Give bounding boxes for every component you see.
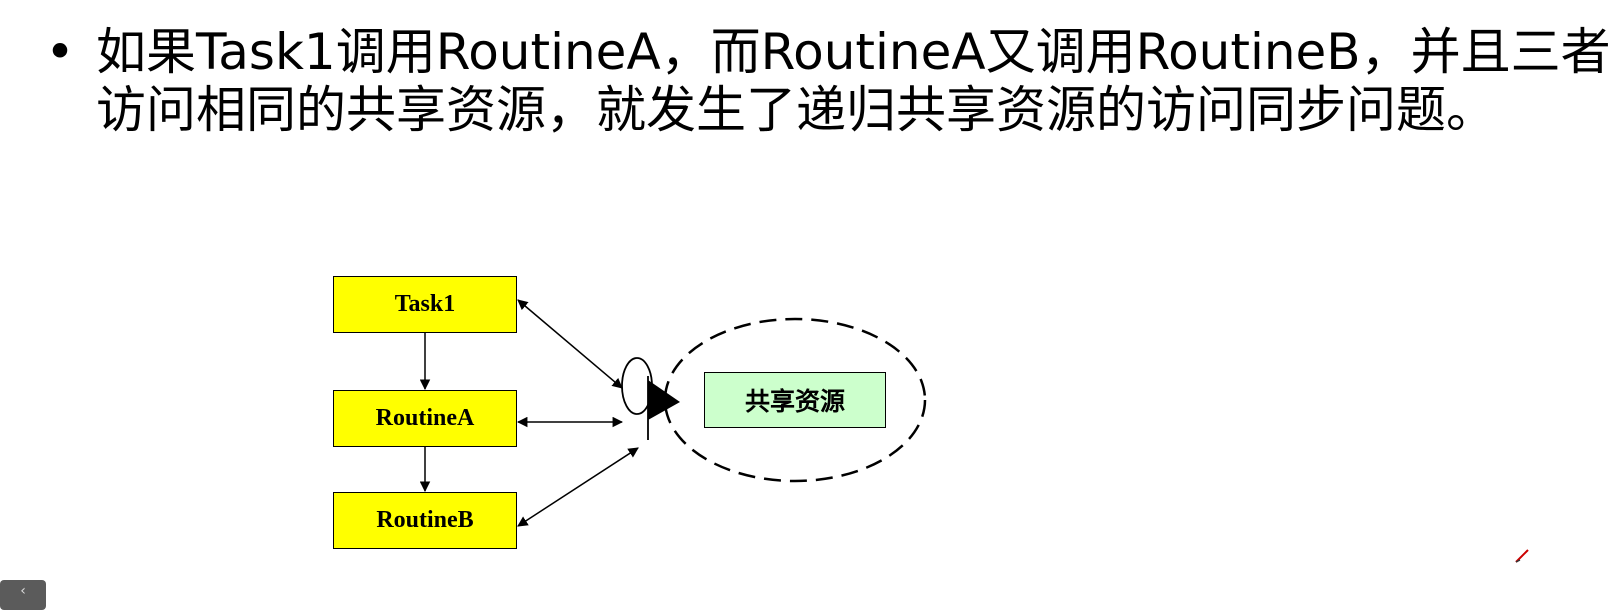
mutex-lock-icon	[621, 357, 680, 440]
access-arrow-task1	[517, 299, 623, 389]
pen-icon[interactable]	[1512, 546, 1532, 570]
bullet-icon: •	[45, 23, 75, 81]
resource-ellipse	[663, 317, 927, 483]
task1-box: Task1	[333, 276, 517, 333]
chevron-left-icon[interactable]: ‹	[0, 580, 46, 610]
shared-resource-box: 共享资源	[704, 372, 886, 428]
bullet-line-2: 访问相同的共享资源，就发生了递归共享资源的访问同步问题。	[96, 81, 1496, 139]
bullet-line-1: 如果Task1调用RoutineA，而RoutineA又调用RoutineB，并…	[96, 23, 1611, 81]
routineA-box: RoutineA	[333, 390, 517, 447]
access-arrow-routineB	[517, 447, 639, 527]
routineB-box: RoutineB	[333, 492, 517, 549]
